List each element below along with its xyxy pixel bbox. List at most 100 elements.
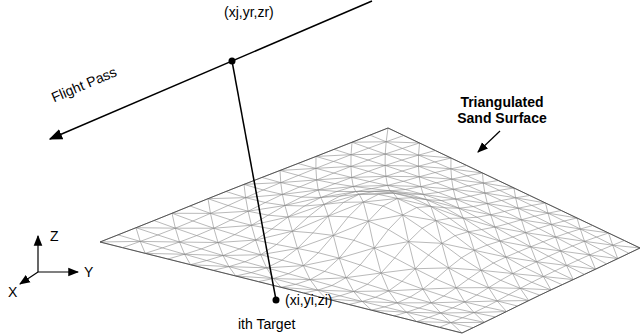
mesh-edge <box>302 197 321 198</box>
mesh-edge <box>201 243 218 249</box>
mesh-edge <box>367 273 381 284</box>
mesh-edge <box>328 216 348 218</box>
mesh-edge <box>368 221 374 248</box>
mesh-edge <box>468 232 474 250</box>
mesh-edge <box>378 193 393 194</box>
mesh-edge <box>263 183 281 190</box>
mesh-edge <box>537 262 567 266</box>
mesh-edge <box>298 168 316 175</box>
mesh-edge <box>468 183 483 186</box>
mesh-edge <box>375 191 394 193</box>
mesh-edge <box>316 166 351 168</box>
mesh-edge <box>308 204 324 216</box>
mesh-edge <box>263 190 282 194</box>
mesh-edge <box>367 284 388 291</box>
mesh-edge <box>477 288 489 295</box>
mesh-edge <box>463 218 481 229</box>
mesh-edge <box>351 154 385 156</box>
mesh-edge <box>175 221 193 228</box>
mesh-edge <box>422 221 436 229</box>
surface-outline <box>100 128 640 333</box>
mesh-edge <box>292 231 312 233</box>
mesh-edge <box>256 240 261 255</box>
mesh-edge <box>423 289 431 303</box>
x-axis <box>20 272 38 284</box>
mesh-edge <box>590 255 596 269</box>
mesh-edge <box>481 263 493 270</box>
mesh-edge <box>531 242 543 247</box>
mesh-edge <box>175 228 196 235</box>
mesh-edge <box>499 188 514 190</box>
mesh-edge <box>381 258 395 273</box>
mesh-edge <box>441 313 463 318</box>
mesh-edge <box>386 171 402 176</box>
mesh-edge <box>408 194 426 200</box>
mesh-edge <box>246 198 248 212</box>
mesh-edge <box>421 183 436 187</box>
mesh-edge <box>520 282 532 288</box>
mesh-edge <box>402 171 419 177</box>
mesh-edge <box>310 278 346 280</box>
mesh-edge <box>369 142 387 148</box>
mesh-edge <box>140 241 179 243</box>
mesh-edge <box>403 177 419 182</box>
mesh-edge <box>408 242 441 244</box>
mesh-edge <box>208 199 228 206</box>
mesh-edge <box>395 242 409 258</box>
mesh-edge <box>453 302 465 308</box>
mesh-edge <box>578 255 590 260</box>
mesh-edge <box>520 288 551 290</box>
mesh-edge <box>333 235 353 240</box>
mesh-edge <box>354 291 376 297</box>
mesh-edge <box>470 196 487 203</box>
mesh-edge <box>438 192 455 199</box>
mesh-edge <box>350 155 351 167</box>
mesh-edge <box>489 280 501 287</box>
mesh-edge <box>303 266 324 272</box>
mesh-edge <box>423 279 436 289</box>
mesh-edge <box>185 254 207 260</box>
mesh-edge <box>384 303 397 307</box>
mesh-edge <box>417 317 429 321</box>
mesh-edge <box>477 215 491 217</box>
mesh-edge <box>339 258 346 277</box>
mesh-edge <box>360 248 374 265</box>
mesh-edge <box>325 271 346 277</box>
mesh-edge <box>340 296 362 302</box>
mesh-edge <box>509 295 529 301</box>
mesh-edge <box>333 161 350 166</box>
mesh-edge <box>465 300 497 302</box>
mesh-edge <box>408 242 428 255</box>
target-dot <box>273 297 280 304</box>
axis-label: Z <box>50 228 59 244</box>
mesh-edge <box>218 243 223 256</box>
mesh-edge <box>537 256 549 261</box>
mesh-edge <box>385 154 402 160</box>
mesh-edge <box>197 228 214 235</box>
mesh-edge <box>497 295 509 301</box>
mesh-edge <box>316 156 333 161</box>
mesh-edge <box>398 198 417 207</box>
mesh-edge <box>493 257 505 263</box>
mesh-edge <box>402 148 418 155</box>
mesh-edge <box>374 242 408 248</box>
mesh-edge <box>350 166 352 177</box>
mesh-edge <box>308 216 328 218</box>
mesh-edge <box>288 206 304 217</box>
mesh-edge <box>398 198 403 215</box>
mesh-edge <box>403 215 423 228</box>
mesh-edge <box>273 274 288 279</box>
mesh-edge <box>363 202 368 221</box>
mesh-edge <box>213 267 229 271</box>
mesh-edge <box>548 210 561 213</box>
mesh-edge <box>491 211 505 214</box>
mesh-edge <box>354 291 362 301</box>
mesh-edge <box>566 260 578 265</box>
mesh-edge <box>431 303 452 308</box>
mesh-edge <box>435 173 452 180</box>
mesh-edge <box>383 198 398 206</box>
mesh-edge <box>435 169 451 173</box>
mesh-edge <box>280 170 282 182</box>
mesh-edge <box>442 236 455 244</box>
mesh-edge <box>463 217 477 219</box>
